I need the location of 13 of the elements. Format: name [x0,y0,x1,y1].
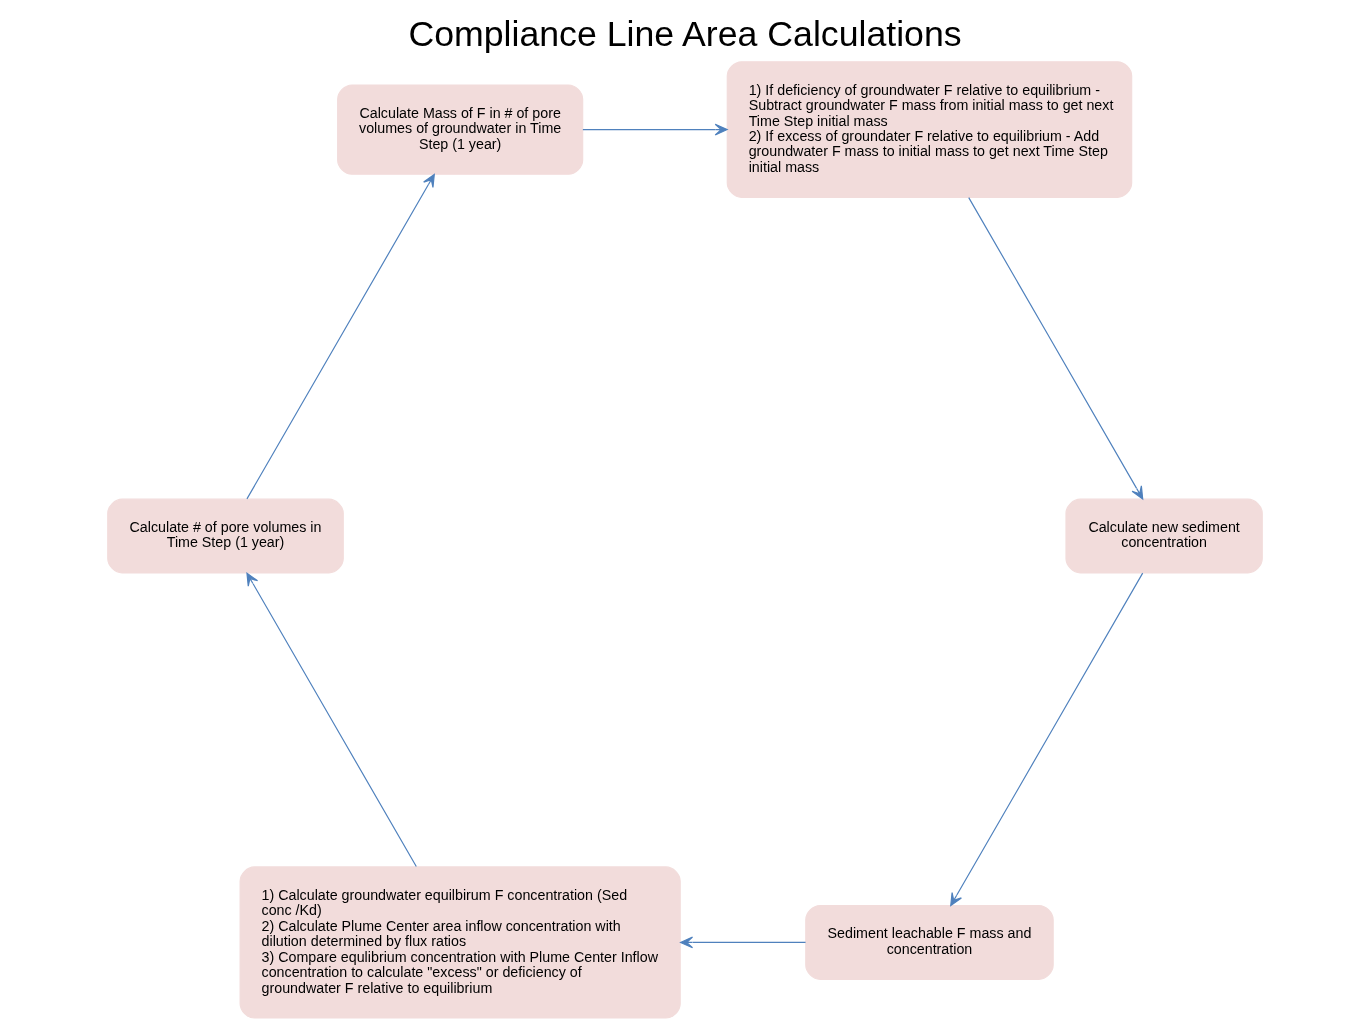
arrow [581,123,728,136]
node-box: Calculate Mass of F in # of pore volumes of groundwater in Time Step (1 year) [336,84,583,175]
node-box: 1) If deficiency of groundwater F relative to equilibrium - Subtract groundwater F mass from initial mass to get next Time Step initial mass 2) If excess of groundater F relative to equilibrium - Add groundwater F mass to initial mass to get next Time Step initial mass [726,61,1132,198]
diagram-title: Compliance Line Area Calculations [407,14,962,55]
arrow [679,936,806,949]
arrow [245,572,417,868]
node-box: Calculate new sediment concentration [1064,498,1263,574]
node-box: 1) Calculate groundwater equilbirum F concentration (Sed conc /Kd) 2) Calculate Plume Center area inflow concentration with dilution determined by flux ratios 3) Compare equlibrium concentration with Plume Center Inflow concentration to calculate "excess" or deficiency of groundwater F relative to equilibrium [239,866,681,1019]
arrow [967,197,1143,500]
node-box: Sediment leachable F mass and concentration [804,905,1054,980]
node-box: Calculate # of pore volumes in Time Step (1 year) [106,498,344,574]
arrow [949,572,1143,907]
arrow [245,173,435,500]
